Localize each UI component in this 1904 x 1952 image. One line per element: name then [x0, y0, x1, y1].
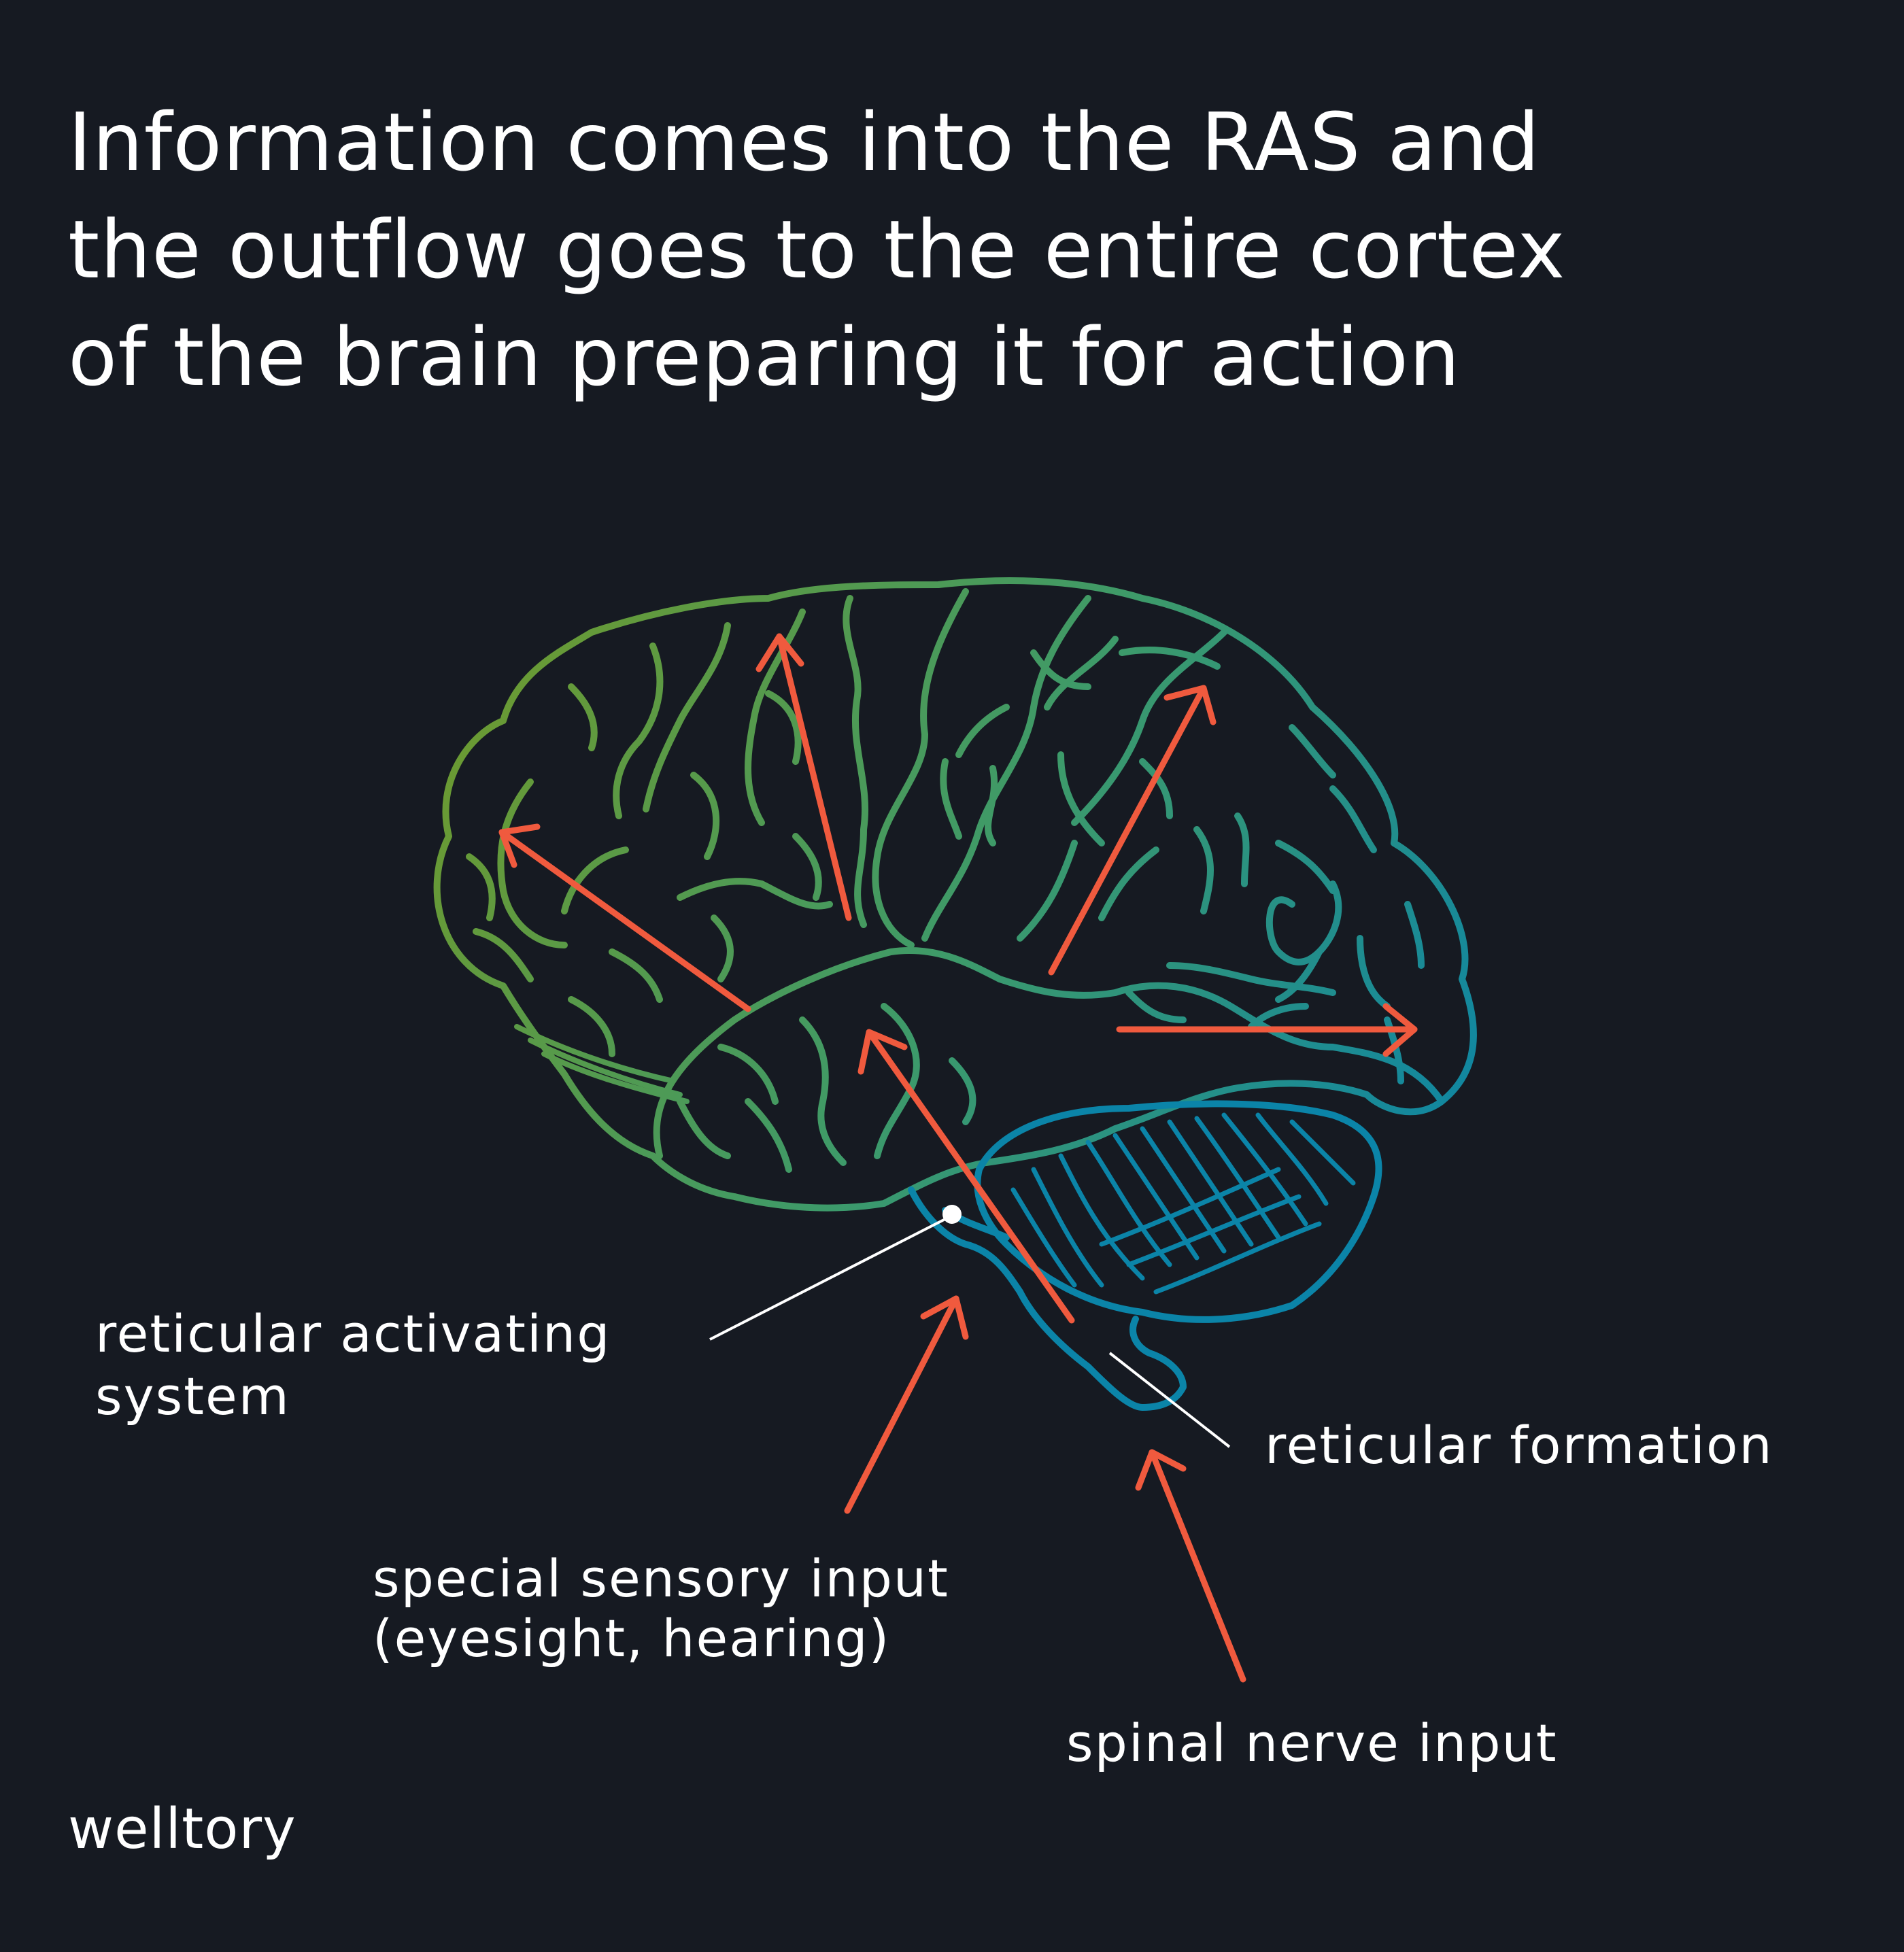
sylvian-fissure [653, 947, 1445, 1159]
arrow-sensory-input [844, 1295, 969, 1514]
welltory-logo: welltory [68, 1797, 296, 1862]
ras-marker [942, 1205, 962, 1224]
arrow-to-temporal [857, 1029, 1075, 1324]
label-ras-line-2: system [95, 1366, 290, 1426]
label-spinal-input: spinal nerve input [1066, 1713, 1558, 1773]
label-sensory-line-1: special sensory input [373, 1548, 949, 1609]
arrow-spinal-input [1135, 1449, 1246, 1683]
title-line-1: Information comes into the RAS and [68, 95, 1541, 189]
cortex-folds [466, 588, 1425, 1173]
outflow-arrows [498, 633, 1418, 1324]
label-sensory-line-2: (eyesight, hearing) [373, 1608, 891, 1668]
title-line-2: the outflow goes to the entire cortex [68, 203, 1566, 296]
arrow-to-frontal-pole [498, 823, 751, 1012]
cerebrum-outline [433, 577, 1477, 1212]
cerebellum [974, 1100, 1382, 1323]
input-arrows [844, 1295, 1246, 1683]
label-ras-line-1: reticular activating [95, 1303, 611, 1364]
frontal-base [514, 1024, 690, 1104]
formation-leader-line [1108, 1352, 1231, 1448]
label-reticular-formation: reticular formation [1265, 1415, 1773, 1475]
title-line-3: of the brain preparing it for action [68, 310, 1461, 404]
arrow-to-frontal-top [755, 633, 852, 921]
leader-lines [709, 1217, 1231, 1448]
arrow-to-occipital [1116, 1003, 1418, 1057]
ras-leader-line [709, 1217, 947, 1341]
arrow-to-parietal [1048, 685, 1217, 976]
